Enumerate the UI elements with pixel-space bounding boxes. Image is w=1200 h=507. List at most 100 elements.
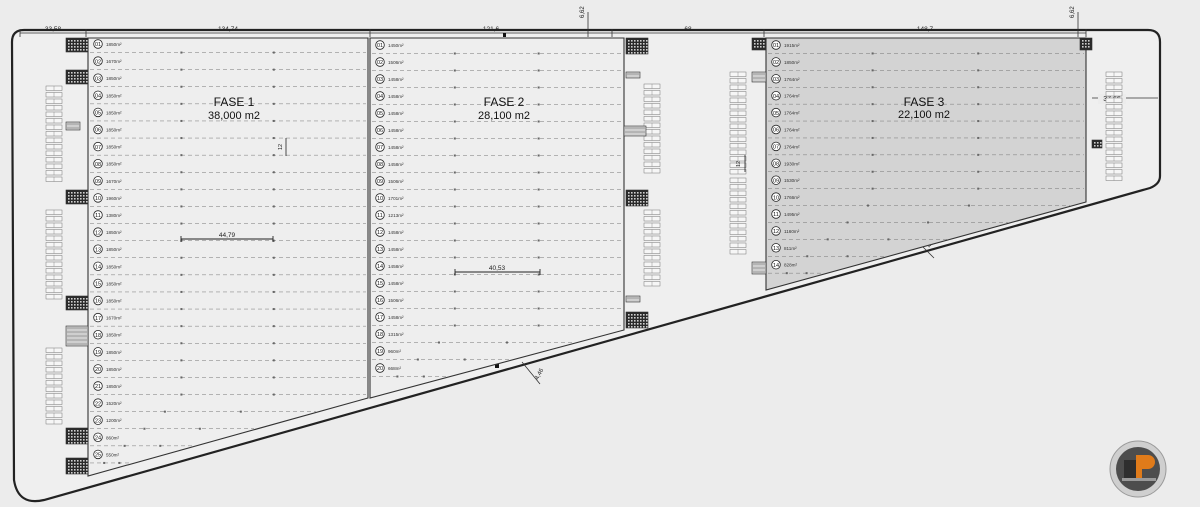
column-mark (180, 393, 183, 396)
fase-3-area: 22,100 m2 (898, 109, 950, 121)
unit-number: 07 (377, 145, 383, 151)
column-mark (272, 239, 275, 242)
unit-number: 07 (773, 145, 779, 151)
column-mark (537, 290, 540, 293)
unit-area: 1506m² (388, 298, 404, 303)
fase-2-title: FASE 2 (484, 95, 525, 109)
column-mark (846, 221, 849, 224)
unit-marker (93, 176, 103, 186)
column-mark (272, 205, 275, 208)
unit-area: 1458m² (388, 264, 404, 269)
module-height-dim-1: 12 (278, 138, 287, 156)
column-mark (537, 222, 540, 225)
column-mark (826, 238, 829, 241)
column-mark (180, 273, 183, 276)
column-mark (871, 86, 874, 89)
unit-number: 05 (773, 111, 779, 117)
unit-number: 10 (377, 196, 383, 202)
column-mark (180, 308, 183, 311)
unit-number: 04 (377, 94, 383, 100)
fase-3-building[interactable] (765, 37, 1087, 291)
column-mark (272, 154, 275, 157)
parking-strip (1105, 71, 1123, 181)
column-mark (453, 222, 456, 225)
column-mark (453, 86, 456, 89)
unit-marker (375, 193, 385, 203)
unit-marker (93, 347, 103, 357)
column-mark (866, 204, 869, 207)
column-mark (871, 69, 874, 72)
unit-number: 01 (773, 43, 779, 49)
column-mark (272, 85, 275, 88)
loading-dock (1079, 37, 1093, 51)
unit-number: 02 (377, 60, 383, 66)
column-mark (537, 188, 540, 191)
unit-area: 811m² (784, 246, 797, 251)
unit-area: 1850m² (106, 299, 122, 304)
unit-marker (93, 141, 103, 152)
unit-area: 1458m² (388, 315, 404, 320)
column-mark (537, 52, 540, 55)
unit-marker (375, 57, 385, 67)
parking-strip (45, 85, 63, 182)
unit-area: 1850m² (106, 145, 122, 150)
column-mark (239, 410, 242, 413)
unit-area: 1530m² (784, 178, 800, 183)
unit-area: 1850m² (106, 350, 122, 355)
loading-dock (751, 261, 767, 275)
unit-marker (93, 261, 103, 272)
unit-number: 03 (773, 77, 779, 83)
unit-number: 06 (377, 128, 383, 134)
unit-marker (375, 346, 385, 356)
unit-marker (93, 244, 103, 254)
unit-area: 1850m² (106, 93, 122, 98)
unit-divider-lines (90, 51, 1084, 464)
fase-1-area: 38,000 m2 (208, 110, 260, 122)
loading-docks (45, 37, 1123, 475)
unit-number: 08 (377, 162, 383, 168)
svg-text:40,53: 40,53 (489, 265, 506, 272)
column-mark (537, 324, 540, 327)
unit-marker (93, 56, 103, 66)
unit-number: 15 (95, 282, 101, 288)
unit-number: 09 (377, 179, 383, 185)
unit-number: 04 (95, 94, 101, 100)
column-mark (272, 68, 275, 71)
unit-number: 09 (773, 178, 779, 184)
unit-number: 24 (95, 436, 101, 442)
column-mark (180, 325, 183, 328)
loading-dock (1091, 139, 1103, 149)
fase-1-title: FASE 1 (214, 95, 255, 109)
unit-area: 1458m² (388, 162, 404, 167)
column-mark (180, 256, 183, 259)
column-mark (198, 427, 201, 430)
column-mark (416, 358, 419, 361)
unit-marker (771, 226, 781, 236)
parking-strip (643, 83, 661, 174)
column-mark (537, 205, 540, 208)
unit-marker (771, 40, 781, 50)
column-mark (180, 137, 183, 140)
unit-marker (375, 244, 385, 254)
unit-area: 1458m² (388, 247, 404, 252)
unit-marker (771, 243, 781, 253)
unit-number: 16 (95, 299, 101, 305)
unit-marker (93, 73, 103, 83)
unit-number: 21 (95, 384, 101, 390)
unit-number: 11 (95, 213, 101, 219)
dim-top-3: 121,6 (483, 26, 500, 33)
unit-number: 09 (95, 179, 101, 185)
column-mark (453, 307, 456, 310)
unit-marker (375, 176, 385, 186)
fase-2-building[interactable] (369, 37, 625, 399)
unit-marker (771, 124, 781, 135)
unit-number: 03 (95, 76, 101, 82)
unit-number: 01 (377, 43, 383, 49)
unit-area: 668m² (388, 366, 401, 371)
column-mark (143, 427, 146, 430)
column-mark (272, 171, 275, 174)
column-mark (180, 102, 183, 105)
column-mark (180, 222, 183, 225)
